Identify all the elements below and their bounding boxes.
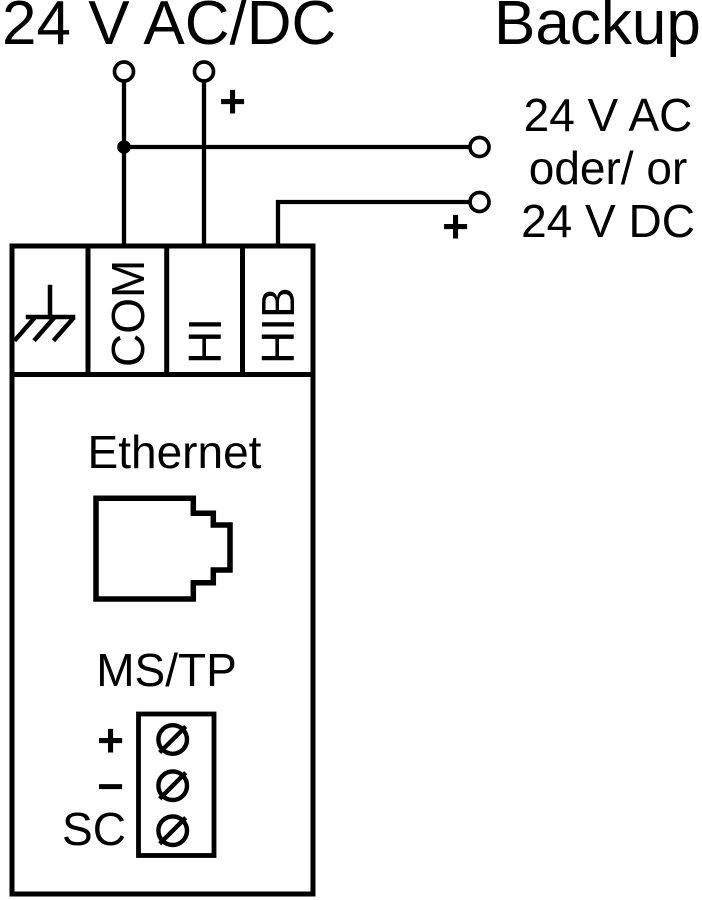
screw-slash-2 — [158, 771, 188, 801]
screw-terminal-icon-plus — [156, 723, 190, 757]
screw-slash-1 — [158, 724, 188, 755]
backup-source-labels: 24 V AC oder/ or 24 V DC — [514, 89, 702, 248]
supply-terminal-1-circle — [112, 60, 136, 83]
backup-label-ac: 24 V AC — [523, 89, 693, 141]
screw-terminal-icons — [156, 723, 190, 848]
wire-end-terminals — [112, 60, 491, 214]
device-body-box — [9, 243, 316, 897]
functional-earth-icon — [12, 284, 76, 343]
mstp-pin-plus-label: + — [97, 713, 124, 766]
backup-plus-sign: + — [442, 199, 469, 252]
terminal-label-com: COM — [102, 259, 154, 367]
terminal-label-hib: HIB — [252, 287, 304, 364]
supply-terminal-2-circle — [192, 60, 216, 83]
mstp-pin-sc-label: SC — [62, 803, 126, 855]
backup-title: Backup — [494, 0, 701, 58]
mstp-terminal-block — [136, 711, 217, 858]
backup-dc-wire — [275, 199, 470, 248]
wire-junction-dot — [117, 140, 131, 154]
device-outline — [9, 243, 316, 897]
power-title: 24 V AC/DC — [2, 0, 337, 58]
terminal-label-hi: HI — [179, 318, 231, 364]
screw-terminal-icon-minus — [156, 769, 190, 803]
screw-slash-3 — [158, 816, 188, 846]
backup-label-or: oder/ or — [528, 142, 688, 194]
backup-label-dc: 24 V DC — [521, 195, 695, 247]
screw-terminal-icon-sc — [156, 814, 190, 848]
rj45-jack-icon — [93, 495, 233, 602]
mstp-block-box — [136, 711, 217, 858]
mstp-pin-minus-label: − — [97, 759, 124, 812]
mstp-label: MS/TP — [96, 644, 237, 696]
backup-terminal-1-circle — [468, 135, 491, 159]
supply-plus-sign: + — [219, 74, 246, 127]
wires — [121, 81, 470, 248]
backup-terminal-2-circle — [468, 190, 491, 214]
ethernet-label: Ethernet — [87, 426, 262, 478]
